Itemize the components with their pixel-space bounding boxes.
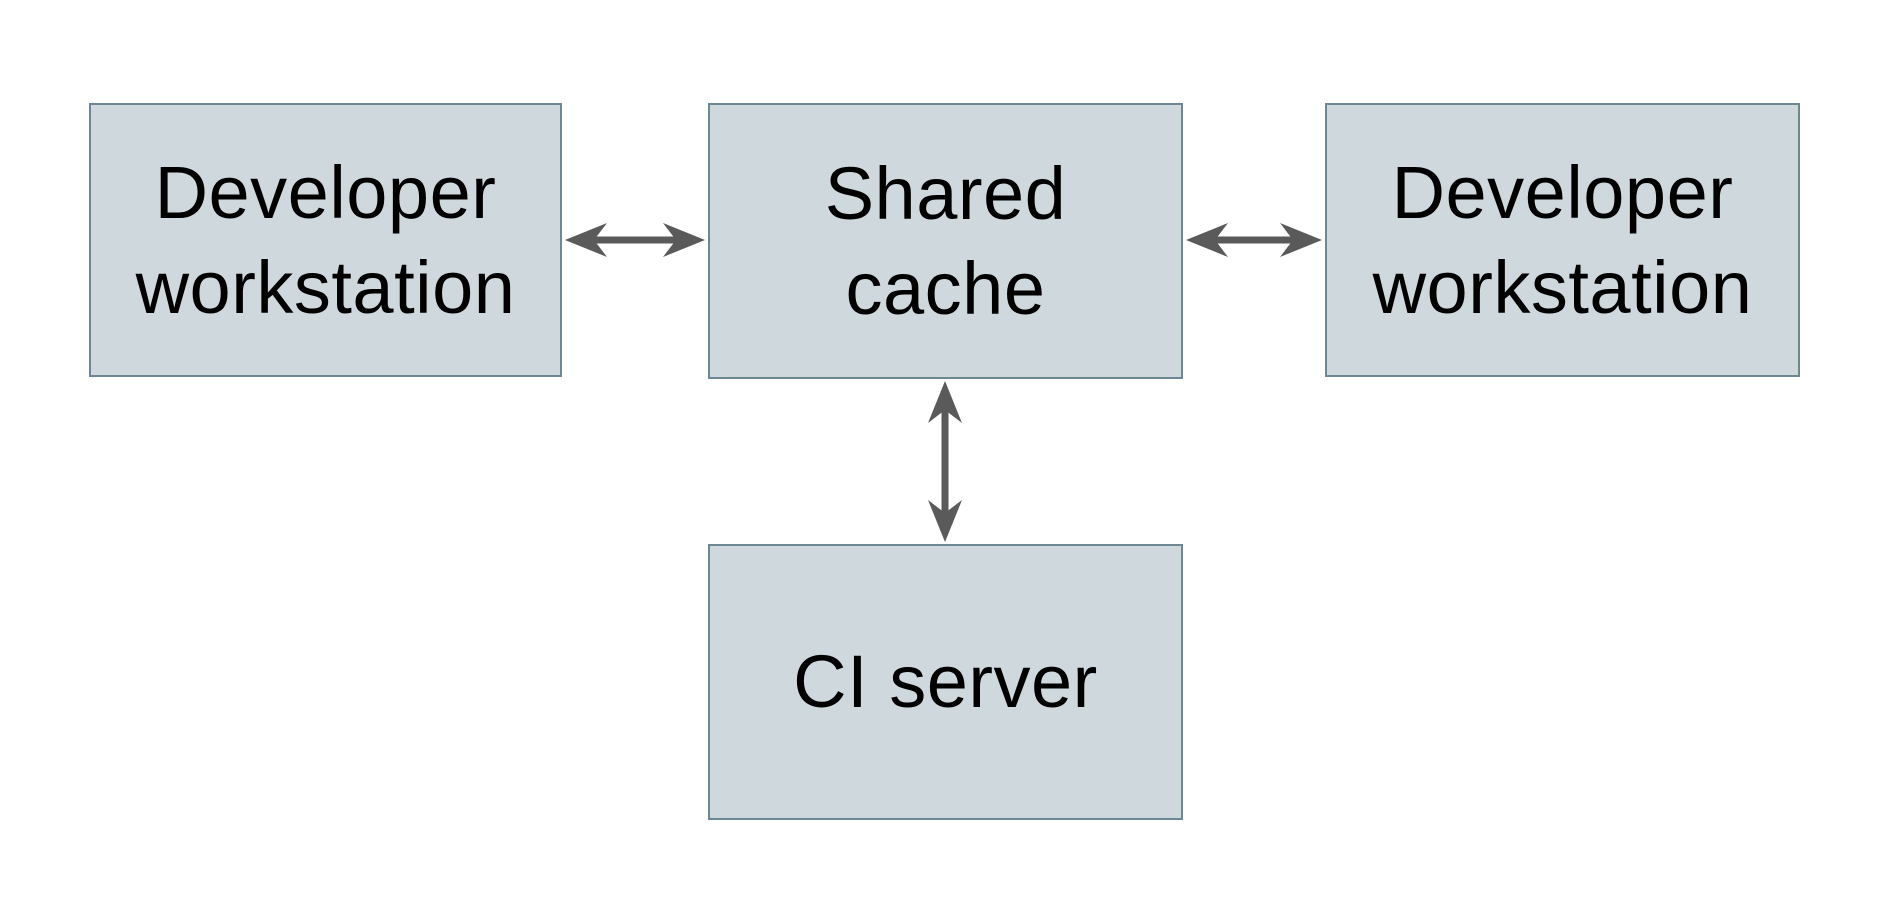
arrow-cache-devright: [1186, 223, 1322, 257]
arrow-devleft-cache: [565, 223, 705, 257]
node-label: Developer workstation: [135, 150, 516, 329]
node-developer-workstation-right: Developer workstation: [1325, 103, 1800, 377]
node-ci-server: CI server: [708, 544, 1183, 820]
node-shared-cache: Shared cache: [708, 103, 1183, 379]
node-label: Developer workstation: [1372, 150, 1753, 329]
arrow-cache-ciserver: [928, 381, 962, 542]
node-label: Shared cache: [824, 151, 1067, 330]
node-label: CI server: [793, 640, 1098, 724]
node-developer-workstation-left: Developer workstation: [89, 103, 562, 377]
